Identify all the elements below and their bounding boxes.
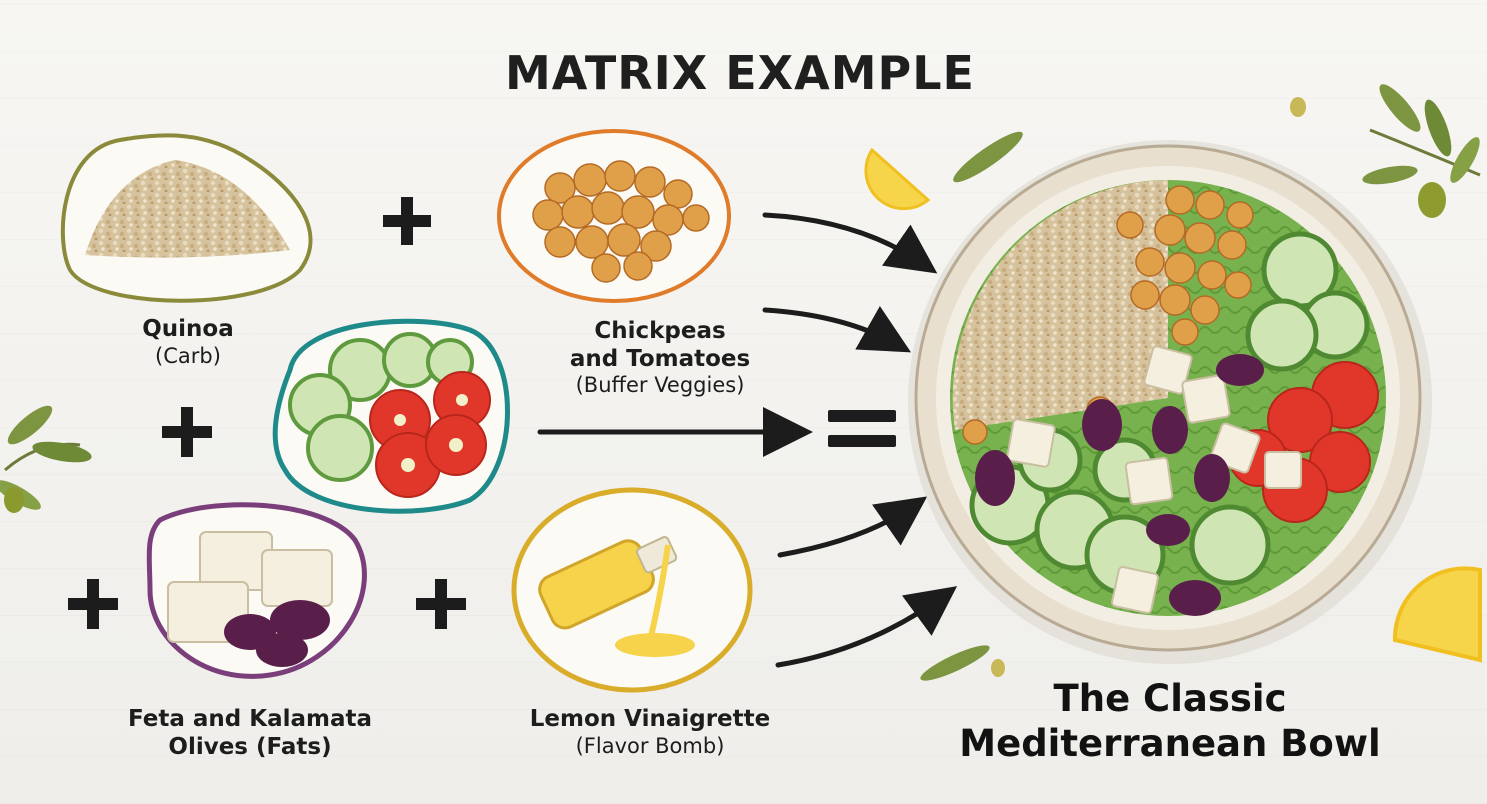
plus-icon xyxy=(68,579,118,629)
plus-icon xyxy=(162,407,212,457)
vinaigrette-name: Lemon Vinaigrette xyxy=(500,706,800,734)
feta-olive-illustration xyxy=(149,505,364,677)
chickpea-illustration xyxy=(499,131,729,301)
quinoa-role: (Carb) xyxy=(98,344,278,369)
feta-line1: Feta and Kalamata xyxy=(95,706,405,734)
result-line1: The Classic xyxy=(925,676,1415,721)
result-label: The Classic Mediterranean Bowl xyxy=(925,676,1415,766)
page-title: MATRIX EXAMPLE xyxy=(420,46,1060,100)
quinoa-name: Quinoa xyxy=(98,316,278,344)
chickpeas-role: (Buffer Veggies) xyxy=(520,373,800,398)
quinoa-label: Quinoa (Carb) xyxy=(98,316,278,369)
arrow-icon xyxy=(765,215,925,265)
vinaigrette-illustration xyxy=(514,490,750,690)
olive-icon xyxy=(991,659,1005,677)
feta-line2: Olives (Fats) xyxy=(95,734,405,762)
result-line2: Mediterranean Bowl xyxy=(925,721,1415,766)
lemon-wedge-icon xyxy=(866,150,928,209)
vinaigrette-role: (Flavor Bomb) xyxy=(500,734,800,759)
plus-icon xyxy=(416,579,466,629)
mediterranean-bowl-illustration xyxy=(908,140,1432,664)
chickpeas-label: Chickpeas and Tomatoes (Buffer Veggies) xyxy=(520,318,800,398)
cucumber-tomato-illustration xyxy=(275,321,507,511)
chickpeas-name-line1: Chickpeas xyxy=(520,318,800,346)
plus-icon xyxy=(383,197,431,245)
vinaigrette-label: Lemon Vinaigrette (Flavor Bomb) xyxy=(500,706,800,759)
feta-olives-label: Feta and Kalamata Olives (Fats) xyxy=(95,706,405,761)
arrow-icon xyxy=(780,505,915,555)
olive-branch-left-icon xyxy=(0,400,93,515)
chickpeas-name-line2: and Tomatoes xyxy=(520,346,800,374)
leaf-icon xyxy=(948,126,1027,189)
quinoa-illustration xyxy=(63,135,311,300)
arrow-icon xyxy=(778,595,945,665)
equals-icon xyxy=(828,410,896,447)
lemon-wedge-icon xyxy=(1395,568,1480,660)
